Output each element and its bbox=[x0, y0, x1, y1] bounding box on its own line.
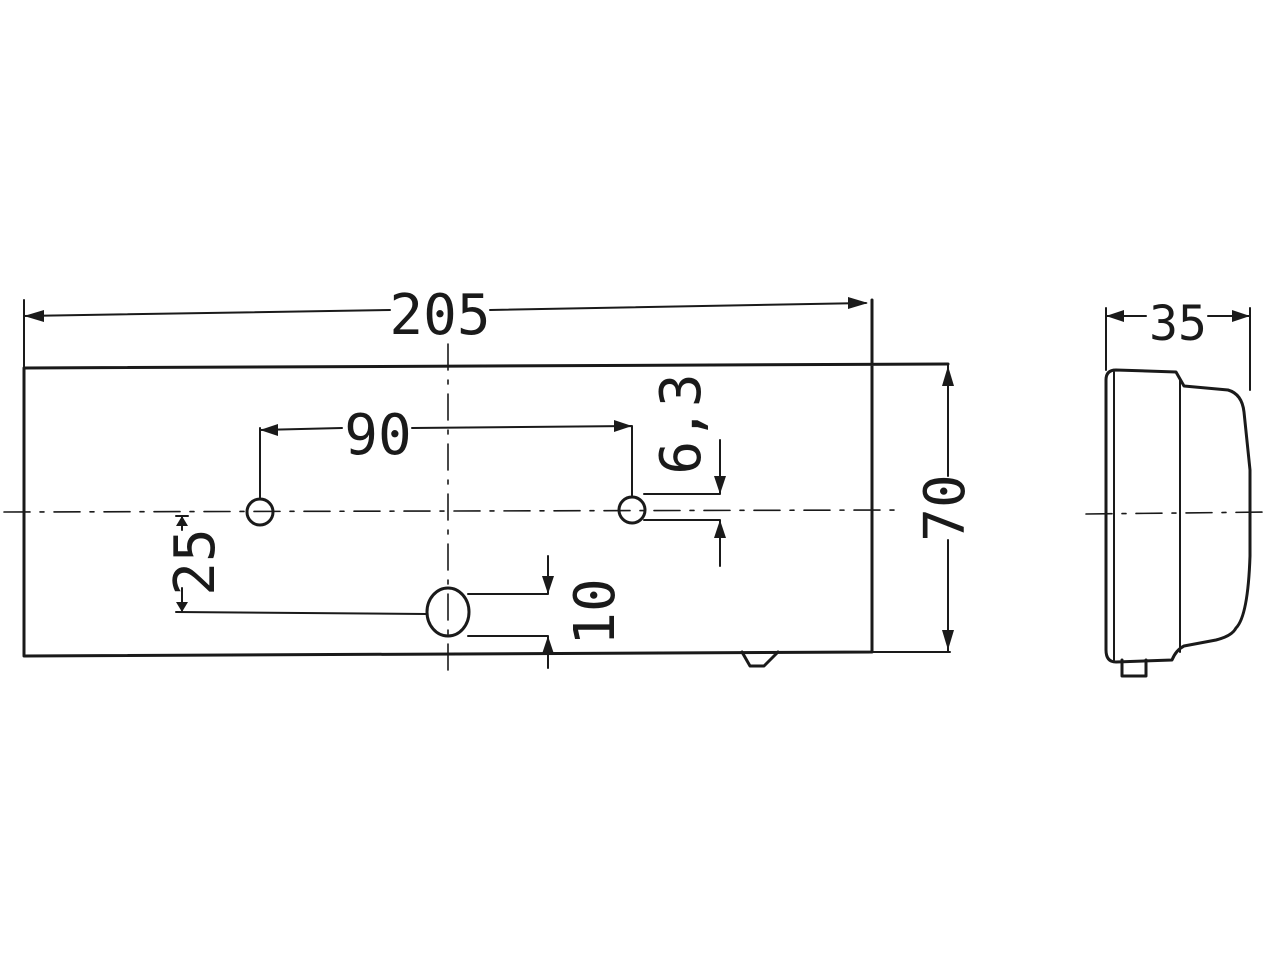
dimension-35: 35 bbox=[1105, 296, 1251, 391]
lamp-body-outline bbox=[1104, 368, 1252, 664]
connector bbox=[1120, 658, 1148, 678]
dimension-6-3: 6,3 bbox=[643, 373, 726, 567]
dimension-205: 205 bbox=[23, 283, 868, 369]
front-view: 205 90 6,3 70 25 bbox=[3, 283, 978, 677]
dimension-90: 90 bbox=[259, 403, 633, 499]
side-centerline bbox=[1085, 511, 1271, 515]
dimension-35-label: 35 bbox=[1149, 296, 1207, 352]
dimension-6-3-label: 6,3 bbox=[649, 373, 714, 474]
bottom-tab bbox=[740, 650, 780, 668]
dimension-10: 10 bbox=[467, 555, 628, 669]
horizontal-centerline bbox=[3, 509, 901, 513]
dimension-70: 70 bbox=[871, 363, 978, 653]
dimension-25-label: 25 bbox=[163, 528, 228, 595]
lens-divider bbox=[1113, 371, 1181, 661]
mounting-hole-bottom bbox=[425, 586, 471, 638]
dimension-25: 25 bbox=[163, 515, 427, 615]
dimension-10-label: 10 bbox=[563, 578, 628, 645]
dimension-205-label: 205 bbox=[389, 283, 490, 348]
side-view: 35 bbox=[1085, 296, 1271, 678]
dimension-90-label: 90 bbox=[344, 403, 411, 468]
housing-outline bbox=[22, 298, 950, 658]
dimension-70-label: 70 bbox=[913, 474, 978, 541]
